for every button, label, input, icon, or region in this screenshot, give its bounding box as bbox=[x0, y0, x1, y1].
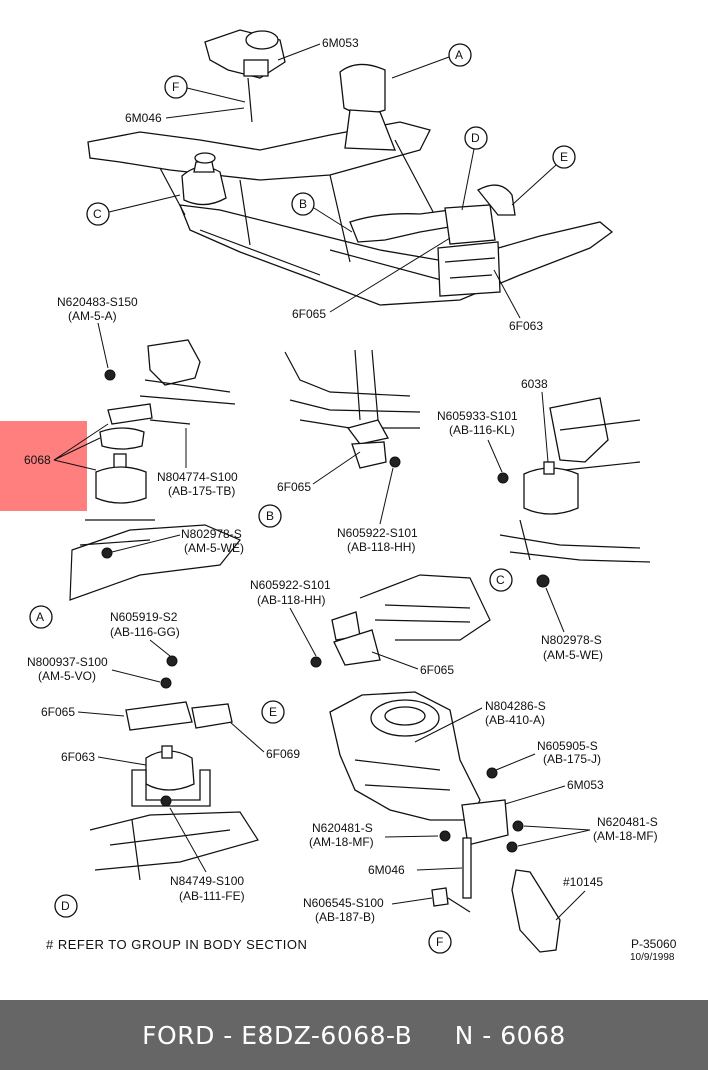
section-a-drawing bbox=[69, 339, 241, 601]
label-b-n605922-code: (AB-118-HH) bbox=[347, 540, 415, 554]
callout-d-section: D bbox=[54, 894, 78, 918]
label-f-n605905: N605905-S bbox=[537, 739, 598, 753]
label-b-n605922: N605922-S101 bbox=[337, 526, 418, 540]
section-b-drawing bbox=[284, 349, 421, 469]
callout-f-section: F bbox=[428, 930, 452, 954]
svg-text:A: A bbox=[455, 48, 463, 62]
label-d-n800937-code: (AM-5-VO) bbox=[38, 669, 96, 683]
label-d-6f069: 6F069 bbox=[266, 747, 300, 761]
footer-number: N - 6068 bbox=[454, 1020, 566, 1050]
svg-text:C: C bbox=[496, 573, 505, 587]
callout-e-section: E bbox=[261, 700, 285, 724]
label-e-n605922: N605922-S101 bbox=[250, 578, 331, 592]
highlight-leader bbox=[53, 423, 109, 471]
section-d-drawing bbox=[89, 655, 259, 881]
label-c-n802978-code: (AM-5-WE) bbox=[543, 648, 603, 662]
svg-text:E: E bbox=[269, 705, 277, 719]
mount-exploded-diagram: 6068 A F D bbox=[0, 29, 677, 963]
footer-brand-part: FORD - E8DZ-6068-B bbox=[142, 1020, 413, 1050]
label-top-6f063: 6F063 bbox=[509, 319, 543, 333]
callout-b-section: B bbox=[258, 504, 282, 528]
svg-text:A: A bbox=[36, 610, 44, 624]
body-section-note: # REFER TO GROUP IN BODY SECTION bbox=[46, 937, 307, 952]
label-top-6m046: 6M046 bbox=[125, 111, 162, 125]
label-f-6m053: 6M053 bbox=[567, 778, 604, 792]
label-a-n802978: N802978-S bbox=[181, 527, 242, 541]
label-f-n620481-right: N620481-S bbox=[597, 815, 658, 829]
callout-f-top: F bbox=[164, 75, 246, 103]
highlight-label: 6068 bbox=[24, 453, 51, 467]
label-c-n802978: N802978-S bbox=[541, 633, 602, 647]
svg-text:D: D bbox=[61, 899, 70, 913]
label-f-n605905-code: (AB-175-J) bbox=[543, 752, 601, 766]
label-d-n84749: N84749-S100 bbox=[170, 874, 244, 888]
svg-text:F: F bbox=[172, 80, 179, 94]
label-a-n802978-code: (AM-5-WE) bbox=[184, 541, 244, 555]
section-e-drawing bbox=[310, 574, 491, 668]
footer-spacer bbox=[412, 1021, 454, 1050]
callout-b-top: B bbox=[291, 192, 353, 233]
label-f-10145: #10145 bbox=[563, 875, 603, 889]
label-d-n605919-code: (AB-116-GG) bbox=[110, 625, 180, 639]
svg-text:B: B bbox=[266, 509, 274, 523]
label-a-n804774-code: (AB-175-TB) bbox=[168, 484, 235, 498]
label-c-n605933-code: (AB-116-KL) bbox=[449, 423, 515, 437]
label-f-n620481-left: N620481-S bbox=[312, 821, 373, 835]
label-d-n605919: N605919-S2 bbox=[110, 610, 178, 624]
section-f-drawing bbox=[329, 691, 561, 953]
label-a-n620483-code: (AM-5-A) bbox=[68, 309, 117, 323]
drawing-id: P-35060 bbox=[631, 937, 677, 951]
label-f-n804286-code: (AB-410-A) bbox=[485, 713, 545, 727]
label-a-n804774: N804774-S100 bbox=[157, 470, 238, 484]
label-f-n804286: N804286-S bbox=[485, 699, 546, 713]
label-f-n606545: N606545-S100 bbox=[303, 896, 384, 910]
label-c-n605933: N605933-S101 bbox=[437, 409, 518, 423]
callout-a-top: A bbox=[391, 43, 472, 79]
svg-text:D: D bbox=[471, 131, 480, 145]
svg-text:B: B bbox=[299, 197, 307, 211]
svg-text:C: C bbox=[93, 207, 102, 221]
part-footer-bar: FORD - E8DZ-6068-B N - 6068 bbox=[0, 1000, 708, 1070]
label-c-6038: 6038 bbox=[521, 377, 548, 391]
subframe-drawing bbox=[87, 29, 614, 306]
label-f-n620481-left-code: (AM-18-MF) bbox=[309, 835, 374, 849]
label-f-n620481-right-code: (AM-18-MF) bbox=[593, 829, 658, 843]
callout-e-top: E bbox=[511, 145, 576, 206]
svg-text:F: F bbox=[436, 935, 443, 949]
label-e-n605922-code: (AB-118-HH) bbox=[257, 593, 325, 607]
label-d-n800937: N800937-S100 bbox=[27, 655, 108, 669]
label-d-6f063: 6F063 bbox=[61, 750, 95, 764]
label-a-n620483: N620483-S150 bbox=[57, 295, 138, 309]
callout-d-top: D bbox=[461, 126, 488, 211]
highlight-box bbox=[0, 421, 87, 511]
section-c-drawing bbox=[497, 397, 651, 588]
callout-c-top: C bbox=[86, 194, 181, 226]
label-d-6f065: 6F065 bbox=[41, 705, 75, 719]
label-d-n84749-code: (AB-111-FE) bbox=[179, 889, 245, 903]
label-e-6f065: 6F065 bbox=[420, 663, 454, 677]
label-f-6m046: 6M046 bbox=[368, 863, 405, 877]
label-top-6f065: 6F065 bbox=[292, 307, 326, 321]
drawing-date: 10/9/1998 bbox=[630, 952, 675, 963]
label-b-6f065: 6F065 bbox=[277, 480, 311, 494]
callout-c-section: C bbox=[489, 568, 513, 592]
label-f-n606545-code: (AB-187-B) bbox=[315, 910, 375, 924]
callout-a-section: A bbox=[29, 605, 53, 629]
label-top-6m053: 6M053 bbox=[322, 36, 359, 50]
svg-text:E: E bbox=[560, 150, 568, 164]
